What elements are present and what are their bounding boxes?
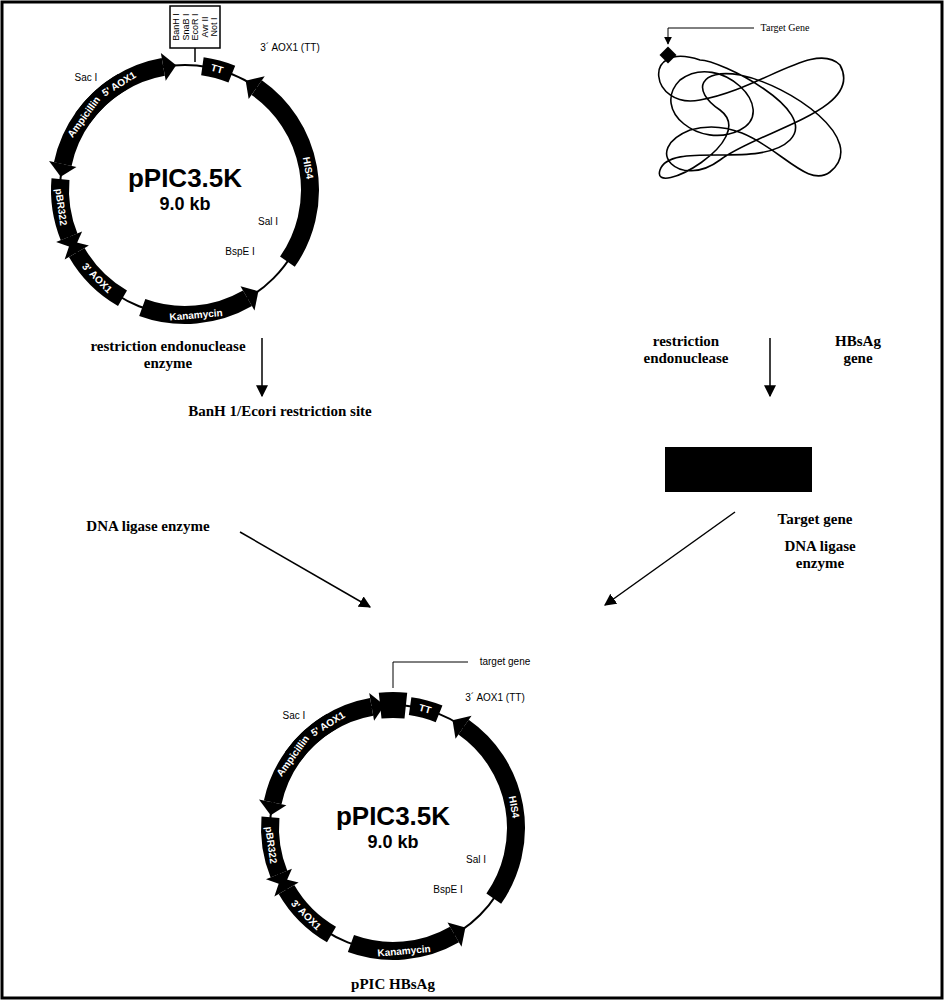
step-label: pPIC HBsAg — [351, 976, 435, 993]
plasmid-map: pPIC3.5K9.0 kb — [42, 47, 328, 333]
plasmid-size: 9.0 kb — [252, 832, 534, 854]
insert-leader — [393, 662, 468, 688]
part-label: Sac I — [75, 72, 98, 84]
site-box — [170, 6, 220, 48]
process-arrow — [769, 338, 771, 396]
part-label: 3´ AOX1 (TT) — [260, 42, 319, 54]
plasmid-name: pPIC3.5K — [252, 802, 534, 832]
part-label: Sal I — [466, 854, 486, 866]
step-label: HBsAg gene — [823, 333, 893, 368]
part-label: Sac I — [283, 710, 306, 722]
part-label: EcoR I — [190, 13, 200, 40]
step-label: BanH 1/Ecori restriction site — [188, 403, 371, 420]
part-label: 3´ AOX1 (TT) — [465, 692, 524, 704]
part-label: BspE I — [433, 884, 462, 896]
plasmid-size: 9.0 kb — [42, 194, 328, 216]
part-label: Not I — [209, 17, 219, 36]
step-label: DNA ligase enzyme — [86, 518, 209, 535]
part-label: SnaB I — [180, 13, 190, 40]
step-label: Target gene — [778, 511, 853, 528]
plasmid-name: pPIC3.5K — [42, 164, 328, 194]
site-leader — [194, 48, 196, 62]
step-label: restriction endonuclease — [621, 333, 751, 368]
part-label: Sal I — [258, 216, 278, 228]
process-arrow — [261, 338, 263, 396]
part-label: BanH I — [171, 13, 181, 41]
plasmid-map: pPIC3.5K9.0 kb — [252, 687, 534, 969]
step-label: restriction endonuclease enzyme — [78, 338, 258, 373]
part-label: Target Gene — [761, 22, 810, 34]
part-label: target gene — [480, 656, 531, 668]
part-label: Avr II — [199, 17, 209, 38]
step-label: DNA ligase enzyme — [770, 538, 870, 573]
part-label: BspE I — [225, 246, 254, 258]
process-arrow — [605, 512, 735, 605]
gene-mark — [660, 47, 677, 64]
genomic-dna — [659, 56, 844, 178]
gene-leader — [668, 28, 754, 44]
process-arrow — [240, 532, 370, 607]
gene-fragment — [665, 447, 812, 492]
